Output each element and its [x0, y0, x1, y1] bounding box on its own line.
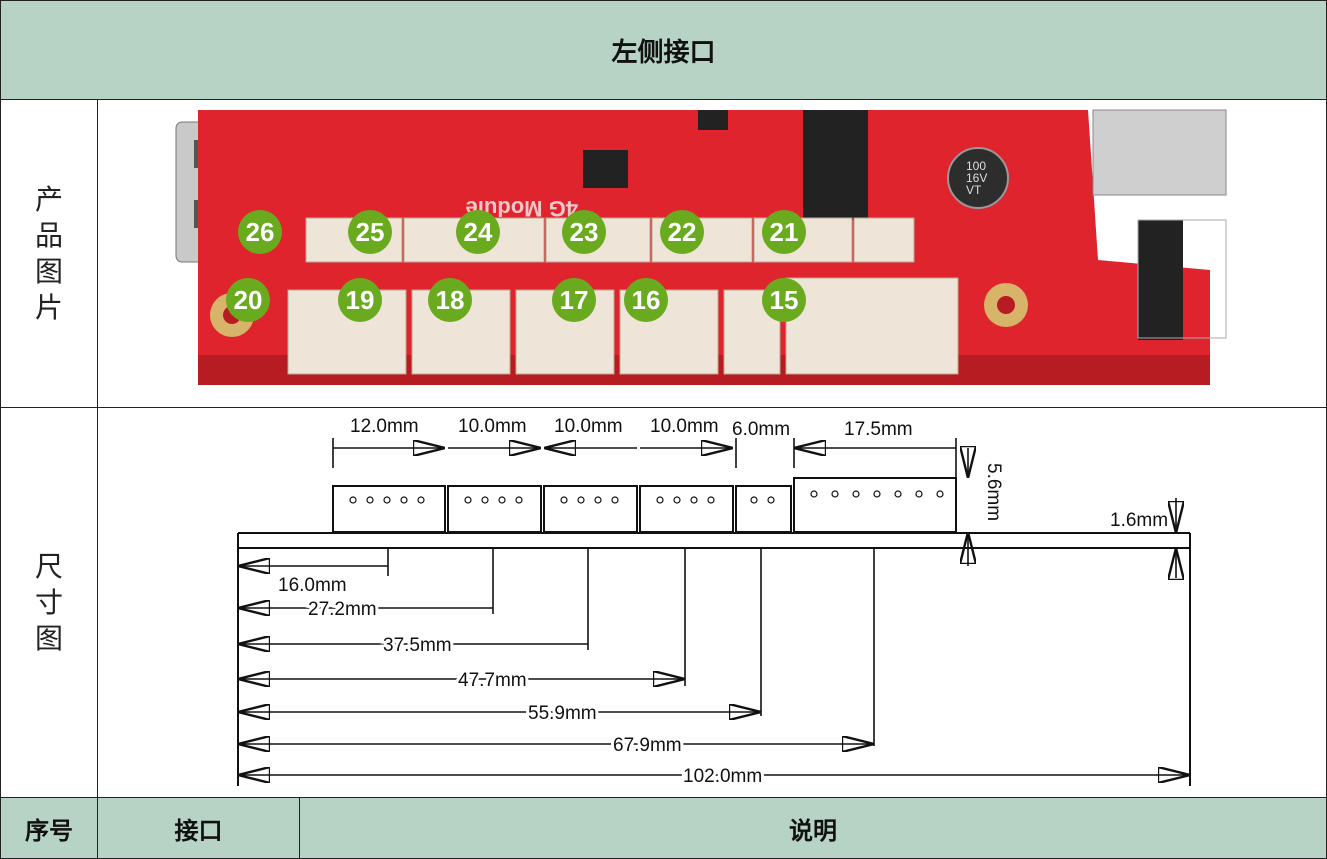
dim-label-char: 寸	[34, 585, 63, 619]
col-header-description: 说明	[299, 797, 1327, 859]
offset-dims	[238, 548, 1190, 775]
bottom-marker-number: 18	[436, 285, 465, 315]
bottom-marker-circle	[552, 278, 596, 322]
height-dims	[968, 448, 1176, 578]
top-marker-circle	[562, 210, 606, 254]
offset-label: 16.0mm	[278, 575, 347, 596]
ic-chip	[698, 110, 728, 130]
photo-label-char: 图	[34, 254, 63, 288]
width-label: 12.0mm	[350, 416, 419, 437]
bottom-connectors	[287, 277, 959, 375]
cap-text: 100	[966, 159, 986, 173]
bottom-marker-number: 20	[234, 285, 263, 315]
dimension-drawing-cell: 12.0mm 10.0mm 10.0mm 10.0mm 6.0mm 17.5mm…	[97, 407, 1327, 798]
connector-pins	[349, 490, 944, 504]
usb-port	[1092, 109, 1227, 196]
sim-slot	[803, 110, 868, 220]
top-marker-circle	[456, 210, 500, 254]
photo-label-char: 品	[34, 218, 63, 252]
board-photo: 4G Module 100 16V VT	[175, 109, 1227, 385]
height-label: 5.6mm	[983, 463, 1004, 521]
photo-label-char: 产	[34, 182, 63, 216]
product-photo-cell: 4G Module 100 16V VT	[97, 99, 1327, 408]
table-title: 左侧接口	[0, 0, 1327, 100]
bottom-marker-circle	[762, 278, 806, 322]
bottom-marker-number: 17	[560, 285, 589, 315]
bottom-marker-number: 15	[770, 285, 799, 315]
offset-label: 55.9mm	[528, 703, 597, 724]
cap-text: VT	[966, 183, 982, 197]
dimension-drawing: 12.0mm 10.0mm 10.0mm 10.0mm 6.0mm 17.5mm…	[237, 416, 1191, 790]
photo-row-label: 产 品 图 片	[0, 99, 98, 408]
dim-label-char: 尺	[34, 549, 63, 583]
dim-row-label: 尺 寸 图	[0, 407, 98, 798]
top-marker-number: 24	[464, 217, 493, 247]
top-marker-circle	[238, 210, 282, 254]
dim-label-char: 图	[34, 621, 63, 655]
width-label: 10.0mm	[458, 416, 527, 437]
thickness-label: 1.6mm	[1110, 510, 1168, 531]
bottom-marker-group: 20 19 18 17 16 15	[226, 278, 806, 322]
capacitor	[947, 147, 1009, 209]
top-marker-number: 22	[668, 217, 697, 247]
top-marker-number: 26	[246, 217, 275, 247]
width-label: 6.0mm	[732, 419, 790, 440]
top-marker-circle	[348, 210, 392, 254]
bottom-marker-number: 16	[632, 285, 661, 315]
top-marker-circle	[660, 210, 704, 254]
cap-text: 16V	[966, 171, 987, 185]
bottom-marker-circle	[226, 278, 270, 322]
bottom-marker-number: 19	[346, 285, 375, 315]
bottom-marker-circle	[428, 278, 472, 322]
power-jack	[1138, 220, 1183, 340]
width-label: 10.0mm	[554, 416, 623, 437]
top-marker-circle	[762, 210, 806, 254]
photo-label-char: 片	[34, 290, 63, 324]
top-marker-number: 25	[356, 217, 385, 247]
width-dims	[332, 438, 957, 478]
bottom-marker-circle	[338, 278, 382, 322]
top-marker-group: 26 25 24 23 22 21	[238, 210, 806, 254]
top-marker-number: 21	[770, 217, 799, 247]
offset-label: 67.9mm	[613, 735, 682, 756]
connector-outlines	[332, 477, 957, 533]
col-header-interface: 接口	[97, 797, 300, 859]
ic-chip	[583, 150, 628, 188]
top-marker-number: 23	[570, 217, 599, 247]
col-header-index: 序号	[0, 797, 98, 859]
width-label: 17.5mm	[844, 419, 913, 440]
top-connectors	[305, 217, 915, 263]
offset-label: 102.0mm	[683, 766, 762, 787]
bottom-marker-circle	[624, 278, 668, 322]
offset-label: 27.2mm	[308, 599, 377, 620]
offset-label: 37.5mm	[383, 635, 452, 656]
width-label: 10.0mm	[650, 416, 719, 437]
offset-label: 47.7mm	[458, 670, 527, 691]
dc-jack-housing	[1137, 219, 1227, 339]
